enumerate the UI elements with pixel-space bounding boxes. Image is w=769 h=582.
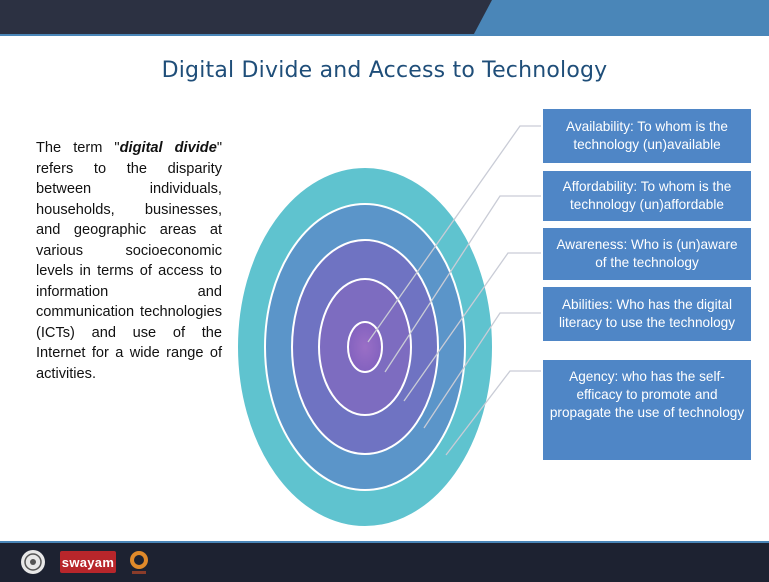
swayam-logo: swayam [60, 551, 116, 573]
digital-divide-term: digital divide [119, 140, 217, 156]
nptel-emblem-icon [130, 551, 148, 574]
connector-line-2 [384, 195, 541, 373]
description-post: " refers to the disparity between indivi… [36, 140, 223, 382]
description-pre: The term " [36, 140, 120, 156]
footer-bar: swayam [0, 543, 769, 582]
description-paragraph: The term "digital divide" refers to the … [36, 138, 222, 384]
header-divider [0, 34, 769, 36]
slide-title: Digital Divide and Access to Technology [161, 58, 608, 83]
top-header-bar [0, 0, 769, 34]
availability-box: Availability: To whom is the technology … [542, 108, 752, 164]
connector-line-4 [423, 312, 541, 429]
affordability-box: Affordability: To whom is the technology… [542, 170, 752, 222]
institute-emblem-icon [21, 550, 45, 574]
footer-divider [0, 541, 769, 543]
agency-box: Agency: who has the self-efficacy to pro… [542, 359, 752, 461]
swayam-logo-text: swayam [61, 554, 115, 570]
connector-line-5 [445, 370, 541, 456]
awareness-box: Awareness: Who is (un)aware of the techn… [542, 227, 752, 281]
connector-line-1 [367, 125, 541, 343]
connector-line-3 [403, 252, 541, 402]
abilities-box: Abilities: Who has the digital literacy … [542, 286, 752, 342]
